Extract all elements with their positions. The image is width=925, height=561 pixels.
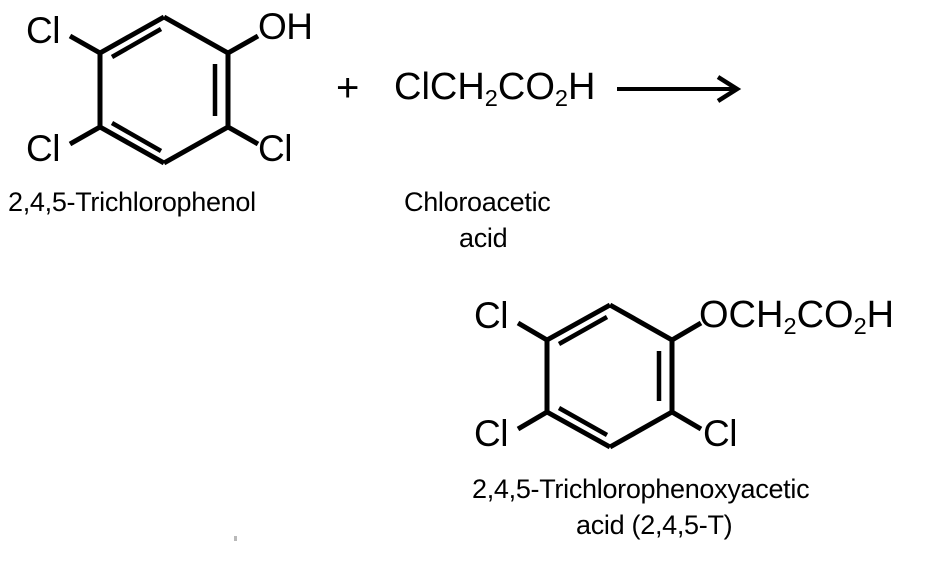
formula-segment: CO — [796, 294, 854, 336]
formula-segment: ClCH — [394, 66, 485, 108]
reactant-phenol-caption: 2,4,5-Trichlorophenol — [8, 187, 256, 217]
product-atom-label-cl-bottom-left: Cl — [474, 413, 508, 454]
formula-subscript: 2 — [484, 85, 498, 112]
product-caption-line1: 2,4,5-Trichlorophenoxyacetic — [472, 474, 810, 504]
chloroacetic-acid-caption-line2: acid — [459, 223, 508, 253]
formula-segment: H — [568, 66, 596, 108]
atom-label-oh: OH — [258, 6, 313, 47]
benzene-ring — [544, 302, 675, 450]
atom-label-cl-top-left: Cl — [26, 10, 60, 51]
formula-subscript: 2 — [783, 313, 797, 340]
product-atom-label-cl-top-left: Cl — [474, 295, 508, 336]
formula-segment: H — [866, 294, 895, 336]
bond-to-cl-5 — [68, 33, 102, 56]
atom-label-cl-bottom-right: Cl — [258, 128, 292, 169]
plus-sign: + — [336, 66, 360, 110]
scan-artifact-speck — [234, 536, 237, 541]
chloroacetic-acid-caption-line1: Chloroacetic — [404, 187, 551, 217]
product-atom-label-cl-bottom-right: Cl — [703, 413, 737, 454]
atom-label-cl-bottom-left: Cl — [26, 128, 60, 169]
trichlorophenoxyacetic-acid-structure — [516, 302, 703, 450]
trichlorophenol-structure — [68, 14, 260, 166]
bond-to-cl-5 — [516, 320, 549, 343]
bond-to-cl-2 — [226, 124, 260, 147]
reaction-arrow — [617, 75, 742, 103]
product-caption-line2: acid (2,4,5-T) — [576, 510, 733, 540]
formula-segment: OCH — [699, 294, 784, 336]
bond-to-oxygen — [670, 320, 703, 343]
formula-subscript: 2 — [554, 85, 568, 112]
chloroacetic-acid-formula: ClCH2CO2H — [394, 68, 595, 111]
formula-subscript: 2 — [853, 313, 867, 340]
benzene-ring — [97, 14, 231, 166]
bond-to-cl-4 — [68, 124, 102, 147]
bond-to-cl-4 — [516, 409, 549, 432]
product-side-chain-formula: OCH2CO2H — [699, 296, 894, 339]
bond-to-oh — [226, 33, 260, 56]
bond-to-cl-2 — [670, 409, 703, 432]
formula-segment: CO — [497, 66, 555, 108]
